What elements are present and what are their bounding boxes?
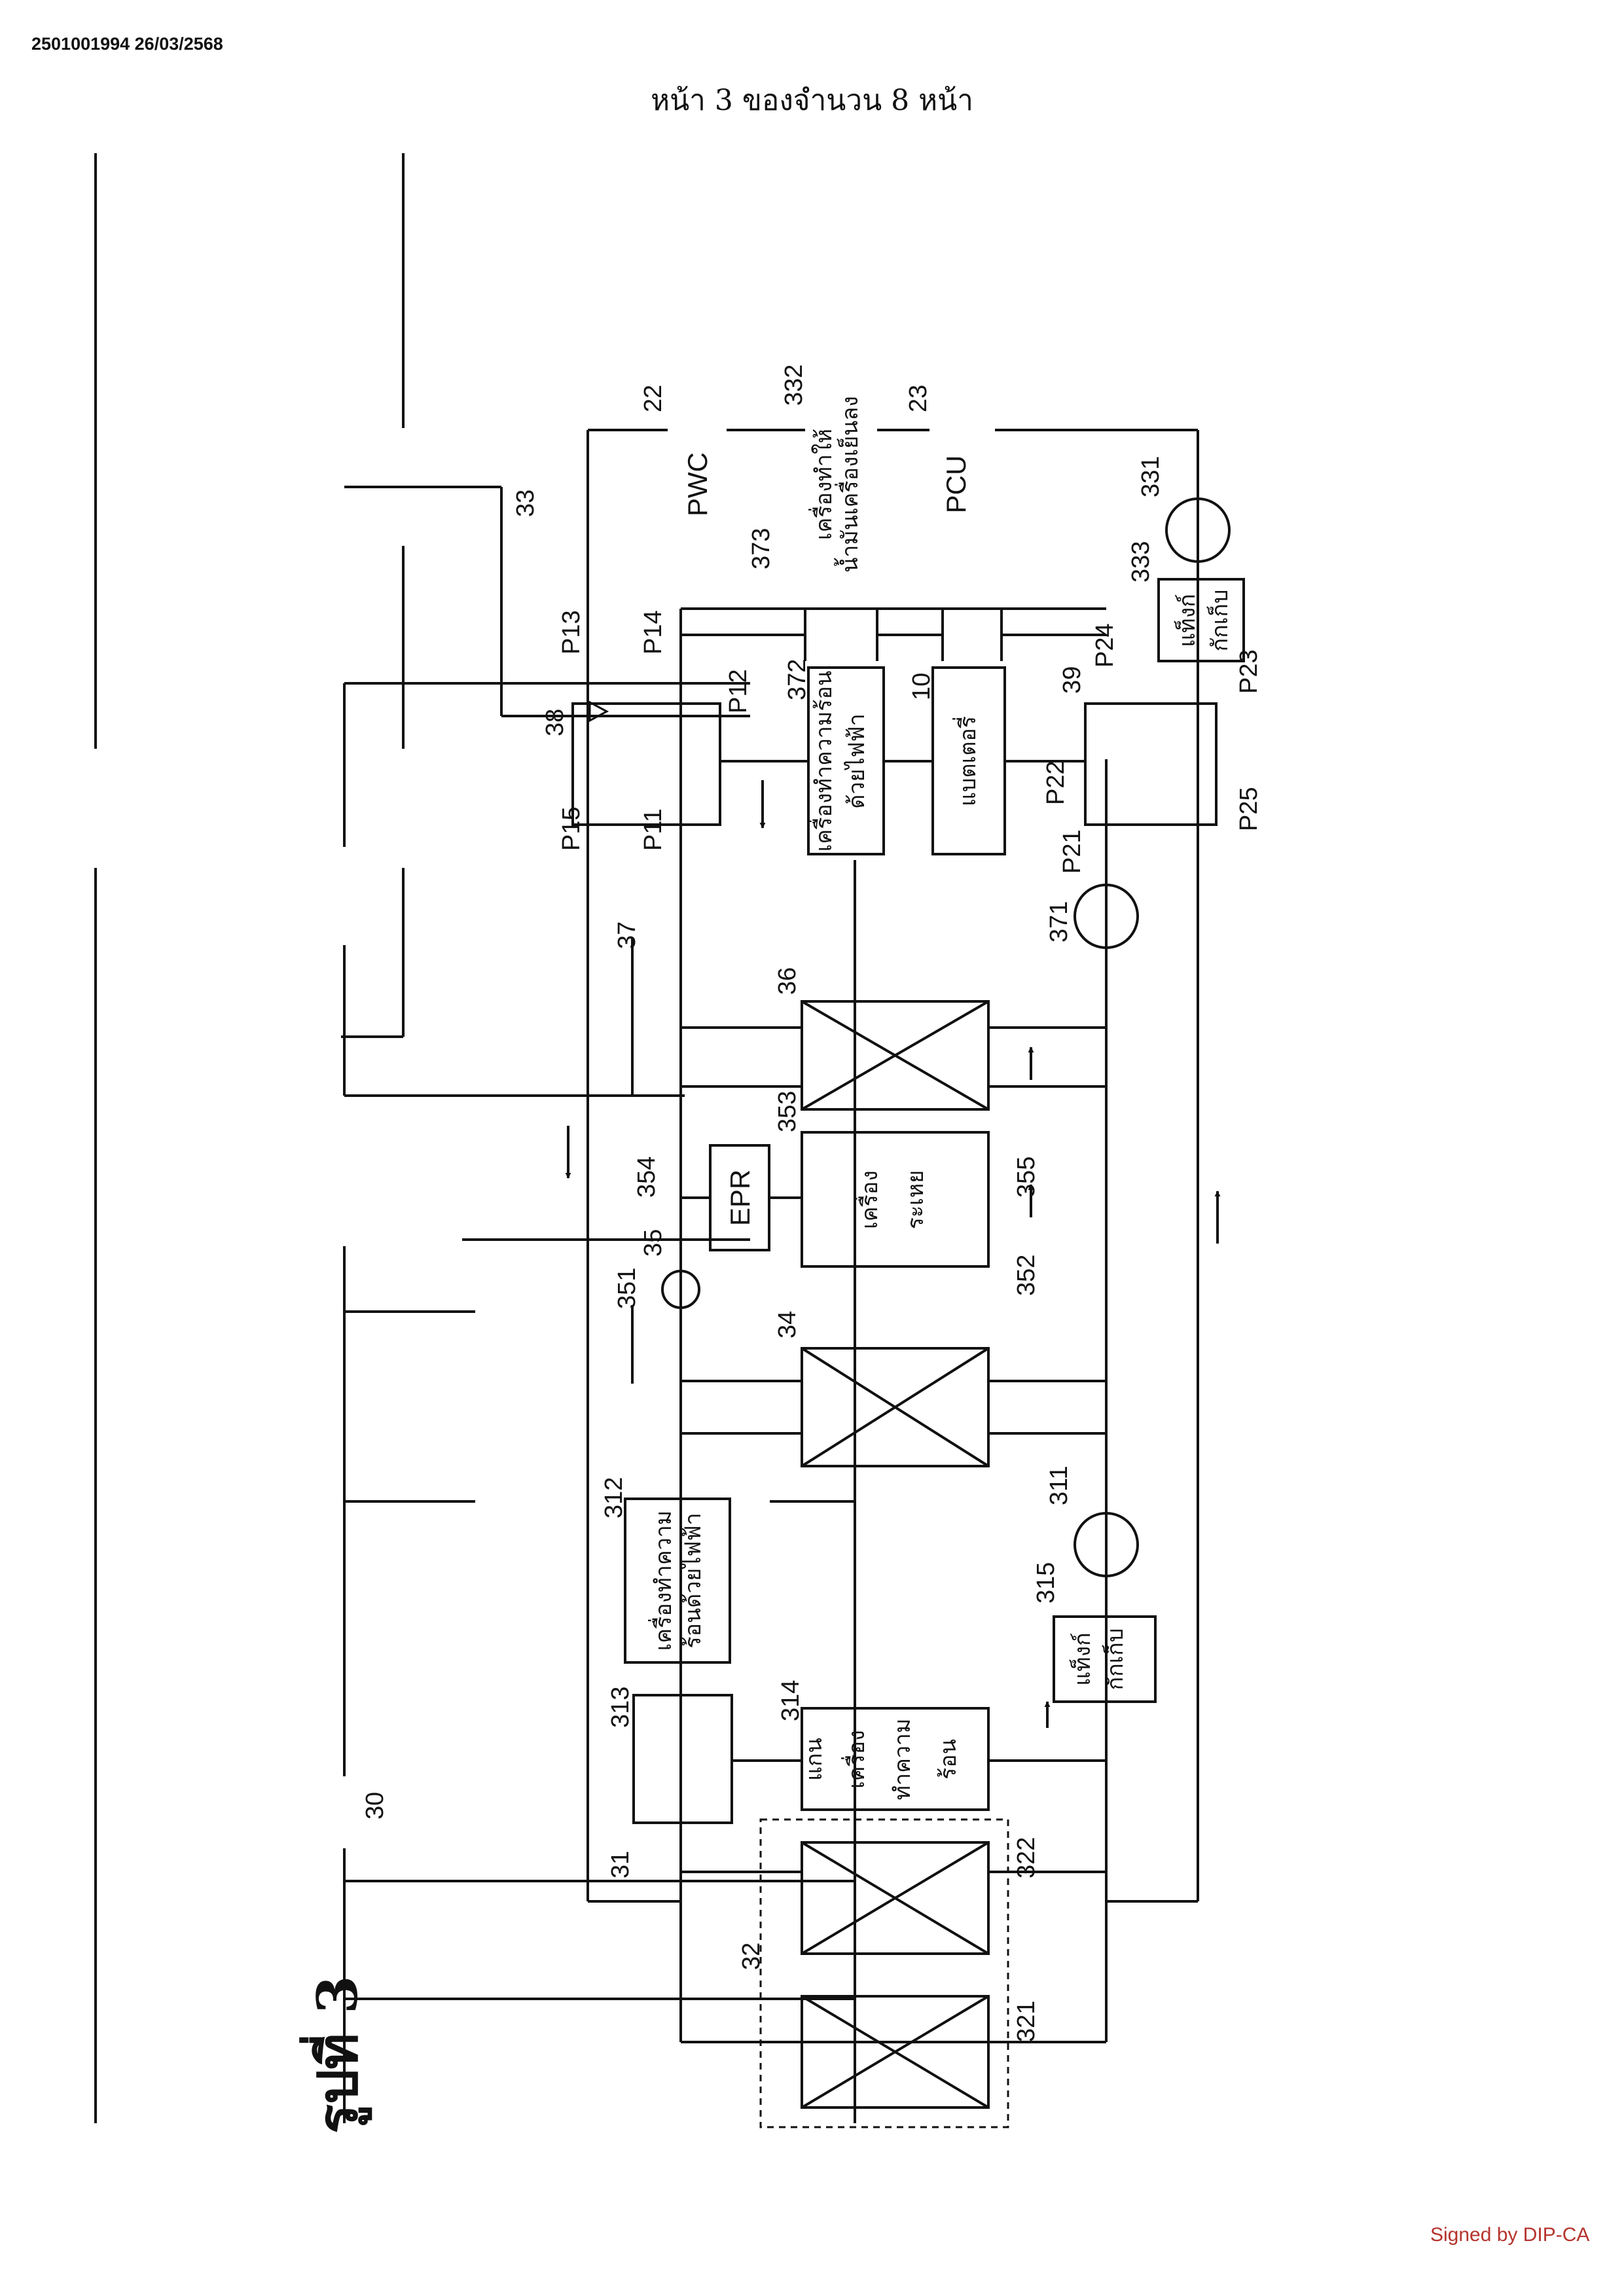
label-354: 354 <box>633 1157 660 1198</box>
pipe-loop-37 <box>343 682 750 1097</box>
port-p12: P12 <box>725 669 752 713</box>
figure-title: รูปที่ 3 <box>299 1976 372 2134</box>
label-351: 351 <box>613 1268 641 1309</box>
label-311: 311 <box>1045 1465 1073 1505</box>
digital-signature: Signed by DIP-CA <box>1430 2224 1590 2246</box>
label-373: 373 <box>748 528 775 569</box>
heater-core-label-2: เครื่อง <box>841 1730 870 1789</box>
pipe-loop-33 <box>94 153 405 2123</box>
pipe-refrigerant-35 <box>344 939 750 1384</box>
port-p13: P13 <box>558 610 585 655</box>
evaporator-label-1: เครื่อง <box>854 1170 883 1229</box>
label-31: 31 <box>607 1851 634 1878</box>
label-37: 37 <box>613 922 641 949</box>
label-34: 34 <box>774 1311 801 1338</box>
label-32: 32 <box>738 1943 765 1970</box>
port-p21: P21 <box>1058 829 1086 874</box>
label-352: 352 <box>1013 1255 1040 1296</box>
label-372: 372 <box>784 659 811 700</box>
heater-372-label-1: เครื่องทำความร้อน <box>808 671 837 852</box>
tank-333-label-2: กักเก็บ <box>1206 590 1233 652</box>
label-23: 23 <box>905 385 932 412</box>
diagram-body <box>94 153 856 2123</box>
label-39: 39 <box>1058 666 1086 694</box>
heater-312-label-1: เครื่องทำความ <box>648 1511 677 1651</box>
tank-315-label-2: กักเก็บ <box>1102 1628 1128 1691</box>
pipe-loop-31 <box>343 1246 856 2123</box>
label-314: 314 <box>777 1680 804 1721</box>
pipe-heat-exchangers <box>344 1880 855 2000</box>
label-355: 355 <box>1013 1157 1040 1198</box>
label-30: 30 <box>361 1792 389 1820</box>
label-312: 312 <box>600 1477 628 1518</box>
port-p14: P14 <box>640 610 667 655</box>
port-p23: P23 <box>1235 649 1263 694</box>
pipe-373 <box>344 486 750 717</box>
port-p25: P25 <box>1235 787 1263 831</box>
document-id-stamp: 2501001994 26/03/2568 <box>31 34 223 54</box>
label-333: 333 <box>1127 541 1155 583</box>
pwc-label: PWC <box>682 452 713 516</box>
label-36: 36 <box>774 967 801 995</box>
tank-333-label-1: แท็งก์ <box>1174 594 1200 647</box>
heater-372-label-2: ด้วยไฟฟ้า <box>844 713 870 808</box>
page-header: หน้า 3 ของจำนวน 8 หน้า <box>651 84 973 117</box>
oil-cooler-label-2: น้ำมันเครื่องเย็นลง <box>834 396 863 573</box>
label-315: 315 <box>1032 1562 1060 1604</box>
heater-312-label-2: ร้อนด้วยไฟฟ้า <box>680 1513 706 1648</box>
label-313: 313 <box>607 1687 634 1728</box>
label-22: 22 <box>640 385 667 412</box>
evaporator-label-2: ระเหย <box>903 1170 929 1229</box>
port-p11: P11 <box>640 808 667 851</box>
oil-cooler-label-1: เครื่องทำให้ <box>808 429 837 540</box>
battery-label: แบตเตอรี่ <box>952 716 981 806</box>
epr-label: EPR <box>725 1170 755 1226</box>
label-331: 331 <box>1137 456 1164 497</box>
label-371: 371 <box>1045 901 1073 942</box>
heater-core-label-3: ทำความ <box>890 1719 916 1801</box>
port-p24: P24 <box>1091 623 1119 668</box>
heater-core-label-4: ร้อน <box>935 1739 962 1780</box>
port-p22: P22 <box>1042 761 1070 805</box>
pcu-label: PCU <box>941 456 971 514</box>
tank-315-label-1: แท็งก์ <box>1069 1632 1096 1686</box>
port-p15: P15 <box>558 806 585 851</box>
label-322: 322 <box>1013 1837 1040 1878</box>
label-353: 353 <box>774 1091 801 1132</box>
label-321: 321 <box>1013 2001 1040 2042</box>
label-38: 38 <box>541 709 569 736</box>
label-332: 332 <box>780 365 808 406</box>
heater-core-label-1: แกน <box>801 1738 827 1781</box>
label-10: 10 <box>908 673 935 700</box>
label-33: 33 <box>512 490 539 517</box>
label-35: 35 <box>640 1229 667 1257</box>
